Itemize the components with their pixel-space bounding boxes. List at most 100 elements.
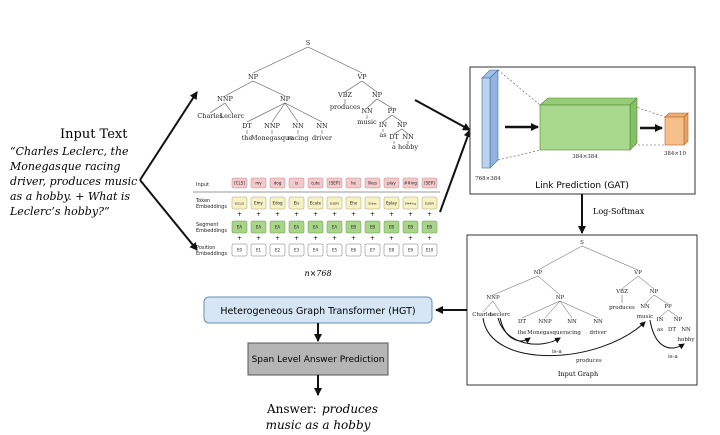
tree-node: S — [306, 39, 310, 47]
plus-sign: + — [332, 235, 337, 242]
tree-node: NNP — [264, 122, 280, 130]
token-embedding-text: E##ing — [405, 202, 416, 206]
tree-leaf: driver — [312, 134, 333, 142]
plus-sign: + — [370, 235, 375, 242]
position-embedding-text: E6 — [351, 248, 357, 253]
input-token-text: dog — [274, 181, 282, 186]
graph-node: NP — [534, 270, 543, 276]
graph-node: NN — [567, 319, 577, 325]
graph-node: NP — [674, 317, 683, 323]
segment-embedding-text: EB — [389, 225, 395, 230]
tree-leaf: Leclerc — [220, 112, 245, 120]
token-embedding-box — [326, 196, 343, 210]
graph-leaf: Charles — [472, 312, 494, 318]
token-embedding-box — [307, 196, 324, 210]
plus-sign: + — [389, 235, 394, 242]
graph-leaf: driver — [590, 330, 607, 336]
segment-embedding-text: EB — [427, 225, 433, 230]
graph-node: NP — [556, 295, 565, 301]
position-embedding-box — [231, 243, 248, 257]
tree-leaf: the — [242, 134, 253, 142]
gat-label: Link Prediction (GAT) — [535, 181, 629, 191]
tree-leaf: Charles — [197, 112, 222, 120]
segment-embedding-text: EA — [313, 225, 319, 230]
input-quote-line: Monegasque racing — [9, 160, 120, 173]
gat-layer-3-cube — [664, 116, 685, 146]
edge-is-a-1 — [497, 317, 561, 345]
tree-node: NN — [402, 133, 414, 141]
graph-leaf: music — [637, 314, 653, 320]
position-embedding-box — [345, 243, 362, 257]
graph-node: IN — [657, 317, 664, 323]
gat-network: 768×384 384×384 384×10 Link Prediction (… — [475, 69, 689, 191]
graph-leaf: Leclerc — [490, 312, 511, 318]
gat-dim-2: 384×384 — [572, 154, 598, 160]
position-embedding-box — [383, 243, 400, 257]
hgt-label: Heterogeneous Graph Transformer (HGT) — [220, 306, 415, 317]
token-embedding-text: E[SEP] — [330, 202, 339, 206]
plus-sign: + — [408, 235, 413, 242]
graph-node: VP — [633, 270, 642, 276]
tree-node: NN — [316, 122, 328, 130]
plus-sign: + — [275, 211, 280, 218]
graph-node: NP — [650, 289, 659, 295]
input-token-box — [269, 177, 286, 189]
position-embedding-text: E3 — [294, 248, 300, 253]
position-embedding-text: E2 — [275, 248, 281, 253]
position-embedding-text: E7 — [370, 248, 376, 253]
graph-leaf: produces — [609, 305, 635, 311]
plus-sign: + — [427, 211, 432, 218]
row-label-position: Position — [196, 245, 215, 251]
input-token-text: likes — [368, 181, 377, 186]
edge-label-is-a-1: is-a — [552, 349, 562, 355]
token-embedding-box — [402, 196, 419, 210]
token-embedding-box — [383, 196, 400, 210]
token-embedding-text: Elikes — [368, 202, 377, 206]
input-token-text: is — [295, 181, 298, 186]
tree-leaf: racing — [287, 134, 308, 142]
segment-embedding-text: EB — [370, 225, 376, 230]
tree-node: NP — [248, 73, 259, 81]
input-token-box — [402, 177, 419, 189]
plus-sign: + — [351, 211, 356, 218]
position-embedding-box — [307, 243, 324, 257]
segment-embedding-text: EA — [256, 225, 262, 230]
input-quote-line: as a hobby. + What is — [10, 190, 130, 203]
segment-embedding-box — [326, 220, 343, 234]
position-embedding-text: E1 — [256, 248, 262, 253]
gat-dim-3: 384×10 — [664, 151, 687, 157]
plus-sign: + — [351, 235, 356, 242]
input-token-box — [307, 177, 324, 189]
tree-leaf: Monegasque — [251, 134, 293, 142]
graph-node: DT — [668, 327, 676, 333]
tree-leaf: a — [392, 143, 396, 151]
input-token-text: cute — [311, 181, 320, 186]
position-embedding-box — [402, 243, 419, 257]
tree-node: NP — [397, 121, 408, 129]
gat-layer-1-cube — [481, 77, 491, 169]
position-embedding-box — [326, 243, 343, 257]
segment-embedding-box — [231, 220, 248, 234]
token-embedding-box — [421, 196, 438, 210]
input-token-box — [288, 177, 305, 189]
input-token-text: play — [387, 181, 396, 186]
answer-block: Answer: produces music as a hobby — [266, 402, 378, 432]
graph-semantic-edges — [482, 317, 685, 356]
row-label-position-2: Embeddings — [196, 251, 227, 257]
token-embedding-box — [288, 196, 305, 210]
input-quote-line: driver, produces music — [10, 175, 137, 188]
arrow-tree-to-gat — [414, 99, 471, 131]
edge-link-small — [499, 317, 531, 344]
position-embedding-text: E8 — [389, 248, 395, 253]
segment-embedding-box — [345, 220, 362, 234]
segment-embedding-text: EA — [237, 225, 243, 230]
plus-sign: + — [313, 235, 318, 242]
plus-sign: + — [370, 211, 375, 218]
tree-node: NP — [280, 95, 291, 103]
graph-node: NN — [593, 319, 603, 325]
token-embedding-text: Eplay — [386, 201, 398, 206]
input-text-block: Input Text “Charles Leclerc, the Monegas… — [9, 127, 137, 218]
input-token-box — [364, 177, 381, 189]
segment-embedding-box — [402, 220, 419, 234]
